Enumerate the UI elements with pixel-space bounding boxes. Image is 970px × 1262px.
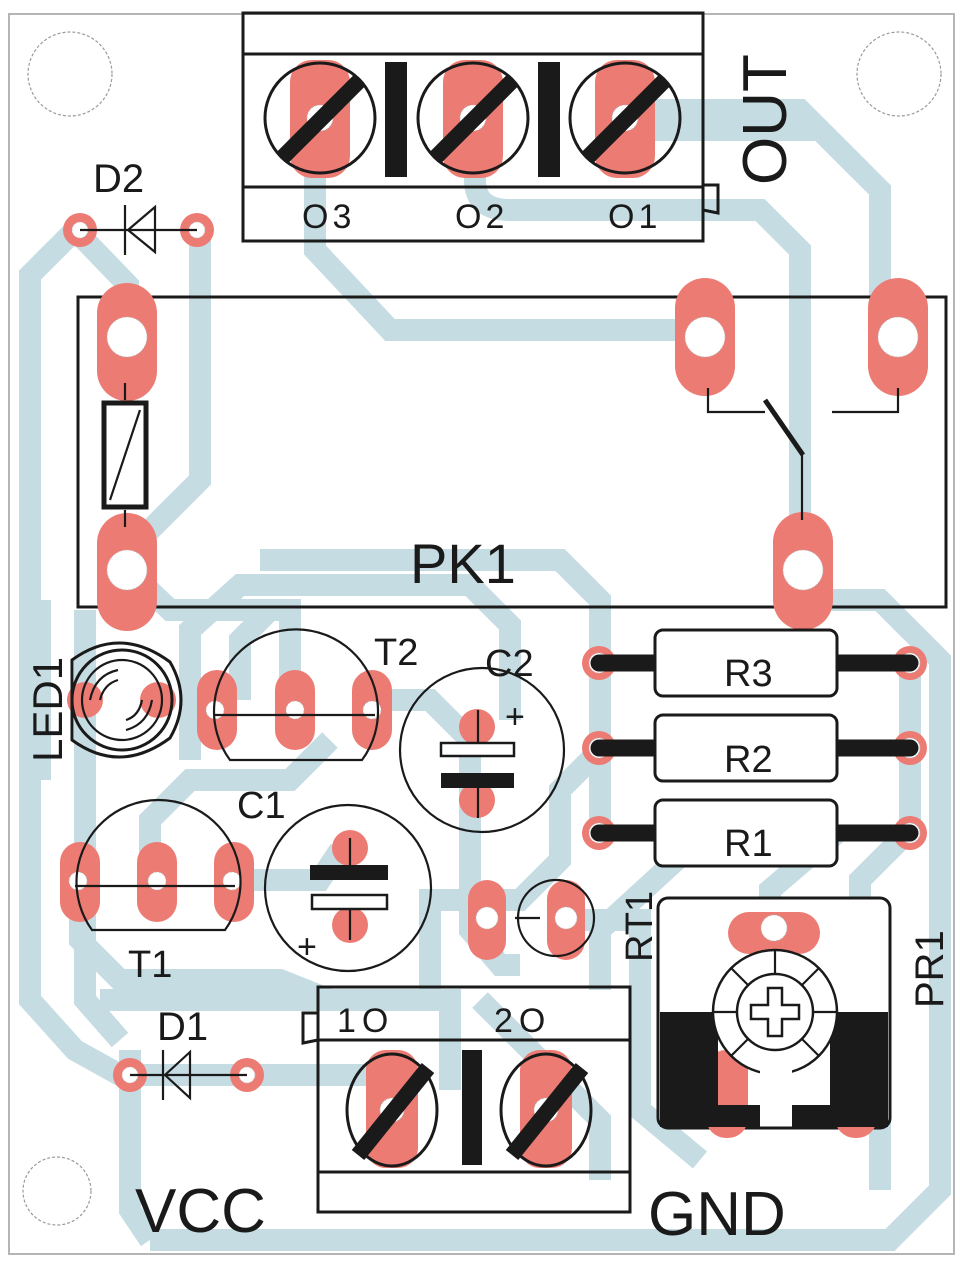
out-screw-1[interactable] bbox=[568, 60, 682, 178]
r2-label: R2 bbox=[724, 739, 773, 781]
diode-d2[interactable] bbox=[63, 204, 214, 255]
d2-label: D2 bbox=[93, 157, 144, 201]
diode-d1[interactable] bbox=[113, 1049, 264, 1101]
c1-plus-label: + bbox=[297, 928, 317, 966]
relay-pk1[interactable] bbox=[76, 278, 948, 631]
t2-label: T2 bbox=[374, 632, 418, 674]
led-led1[interactable] bbox=[67, 641, 183, 759]
c2-label: C2 bbox=[485, 643, 534, 685]
power-separator bbox=[462, 1050, 482, 1165]
mounting-hole-top-right bbox=[856, 31, 942, 117]
power-terminal-block: 1O 2O bbox=[301, 985, 632, 1214]
transistor-t2[interactable] bbox=[197, 628, 392, 762]
out-pin-2-label: O2 bbox=[455, 198, 508, 236]
out-separator-1 bbox=[385, 62, 407, 177]
d1-label: D1 bbox=[157, 1005, 208, 1049]
pk1-label: PK1 bbox=[410, 532, 516, 595]
capacitor-c1[interactable]: + bbox=[263, 803, 433, 973]
vcc-pin-label: 1O bbox=[337, 1002, 394, 1040]
out-separator-2 bbox=[538, 62, 560, 177]
vcc-label: VCC bbox=[135, 1177, 266, 1246]
out-label: OUT bbox=[731, 54, 800, 185]
out-pin-1-label: O1 bbox=[608, 198, 661, 236]
thermistor-rt1[interactable] bbox=[468, 878, 596, 960]
gnd-label: GND bbox=[648, 1180, 786, 1249]
gnd-screw[interactable] bbox=[499, 1050, 593, 1168]
vcc-screw[interactable] bbox=[345, 1050, 439, 1168]
out-terminal-block: O3 O2 O1 bbox=[241, 11, 720, 243]
out-pin-3-label: O3 bbox=[302, 198, 355, 236]
rt1-label: RT1 bbox=[619, 891, 661, 962]
t1-label: T1 bbox=[128, 944, 172, 986]
gnd-pin-label: 2O bbox=[494, 1002, 551, 1040]
pr1-label: PR1 bbox=[908, 930, 952, 1008]
resistor-r1[interactable] bbox=[582, 798, 927, 868]
resistor-r3[interactable] bbox=[582, 628, 927, 698]
r3-label: R3 bbox=[724, 653, 773, 695]
out-screw-3[interactable] bbox=[263, 60, 377, 178]
r1-label: R1 bbox=[724, 823, 773, 865]
trimmer-pr1[interactable] bbox=[656, 896, 892, 1138]
out-screw-2[interactable] bbox=[416, 60, 530, 178]
transistor-t1[interactable] bbox=[60, 798, 254, 932]
capacitor-c2[interactable]: + bbox=[398, 666, 566, 834]
led1-label: LED1 bbox=[24, 657, 71, 762]
c2-plus-label: + bbox=[505, 698, 525, 736]
resistor-r2[interactable] bbox=[582, 713, 927, 783]
mounting-hole-bottom-left bbox=[22, 1156, 92, 1226]
mounting-hole-top-left bbox=[27, 31, 113, 117]
c1-label: C1 bbox=[237, 785, 286, 827]
